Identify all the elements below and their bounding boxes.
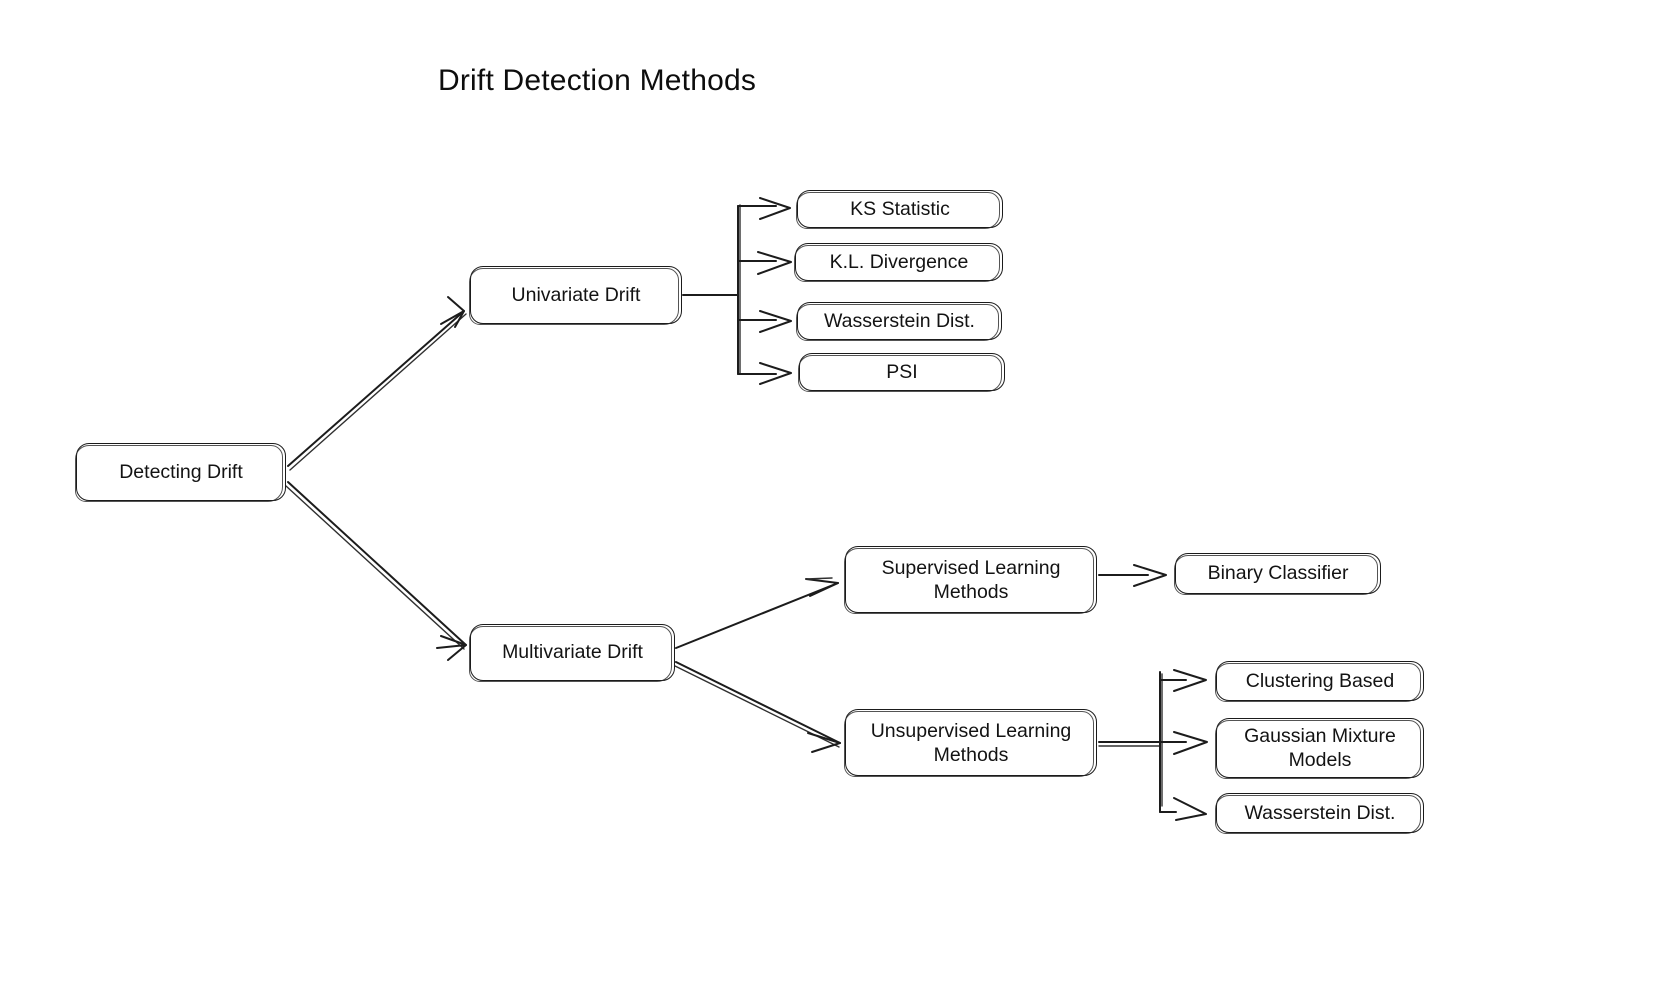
edge-multivariate-to-unsupervised (674, 661, 841, 753)
node-kl-divergence[interactable]: K.L. Divergence (794, 243, 1003, 282)
edge-detecting-to-multivariate (285, 481, 467, 661)
edge-supervised-to-binary (1098, 564, 1167, 587)
node-label: Detecting Drift (119, 460, 243, 483)
node-label: Multivariate Drift (502, 641, 643, 663)
edge-multivariate-to-supervised (675, 577, 839, 649)
node-label: Wasserstein Dist. (1244, 801, 1396, 824)
node-label: KS Statistic (850, 197, 950, 220)
page-title: Drift Detection Methods (438, 64, 757, 97)
node-label: Supervised Learning Methods (881, 556, 1061, 603)
node-label: K.L. Divergence (829, 250, 969, 273)
node-wasserstein-dist-univariate[interactable]: Wasserstein Dist. (796, 302, 1002, 341)
node-clustering-based[interactable]: Clustering Based (1215, 661, 1424, 702)
edge-detecting-to-univariate (287, 296, 467, 471)
node-psi[interactable]: PSI (798, 353, 1005, 392)
node-label: Univariate Drift (511, 283, 641, 306)
node-binary-classifier[interactable]: Binary Classifier (1174, 553, 1381, 595)
node-label: Gaussian Mixture Models (1244, 725, 1396, 771)
node-univariate-drift[interactable]: Univariate Drift (469, 266, 682, 325)
node-label: Unsupervised Learning Methods (870, 719, 1072, 766)
node-supervised-learning-methods[interactable]: Supervised Learning Methods (844, 546, 1097, 614)
node-label: Clustering Based (1245, 669, 1395, 692)
node-unsupervised-learning-methods[interactable]: Unsupervised Learning Methods (844, 709, 1097, 777)
node-ks-statistic[interactable]: KS Statistic (796, 190, 1003, 229)
node-detecting-drift[interactable]: Detecting Drift (75, 443, 286, 502)
node-wasserstein-dist-multivariate[interactable]: Wasserstein Dist. (1215, 793, 1424, 834)
node-gaussian-mixture-models[interactable]: Gaussian Mixture Models (1215, 718, 1424, 779)
edge-univariate-branches (682, 197, 792, 385)
node-label: PSI (886, 360, 918, 383)
edge-unsupervised-branches (1098, 669, 1208, 821)
node-multivariate-drift[interactable]: Multivariate Drift (469, 624, 675, 682)
node-label: Binary Classifier (1207, 562, 1349, 584)
node-label: Wasserstein Dist. (824, 309, 975, 332)
